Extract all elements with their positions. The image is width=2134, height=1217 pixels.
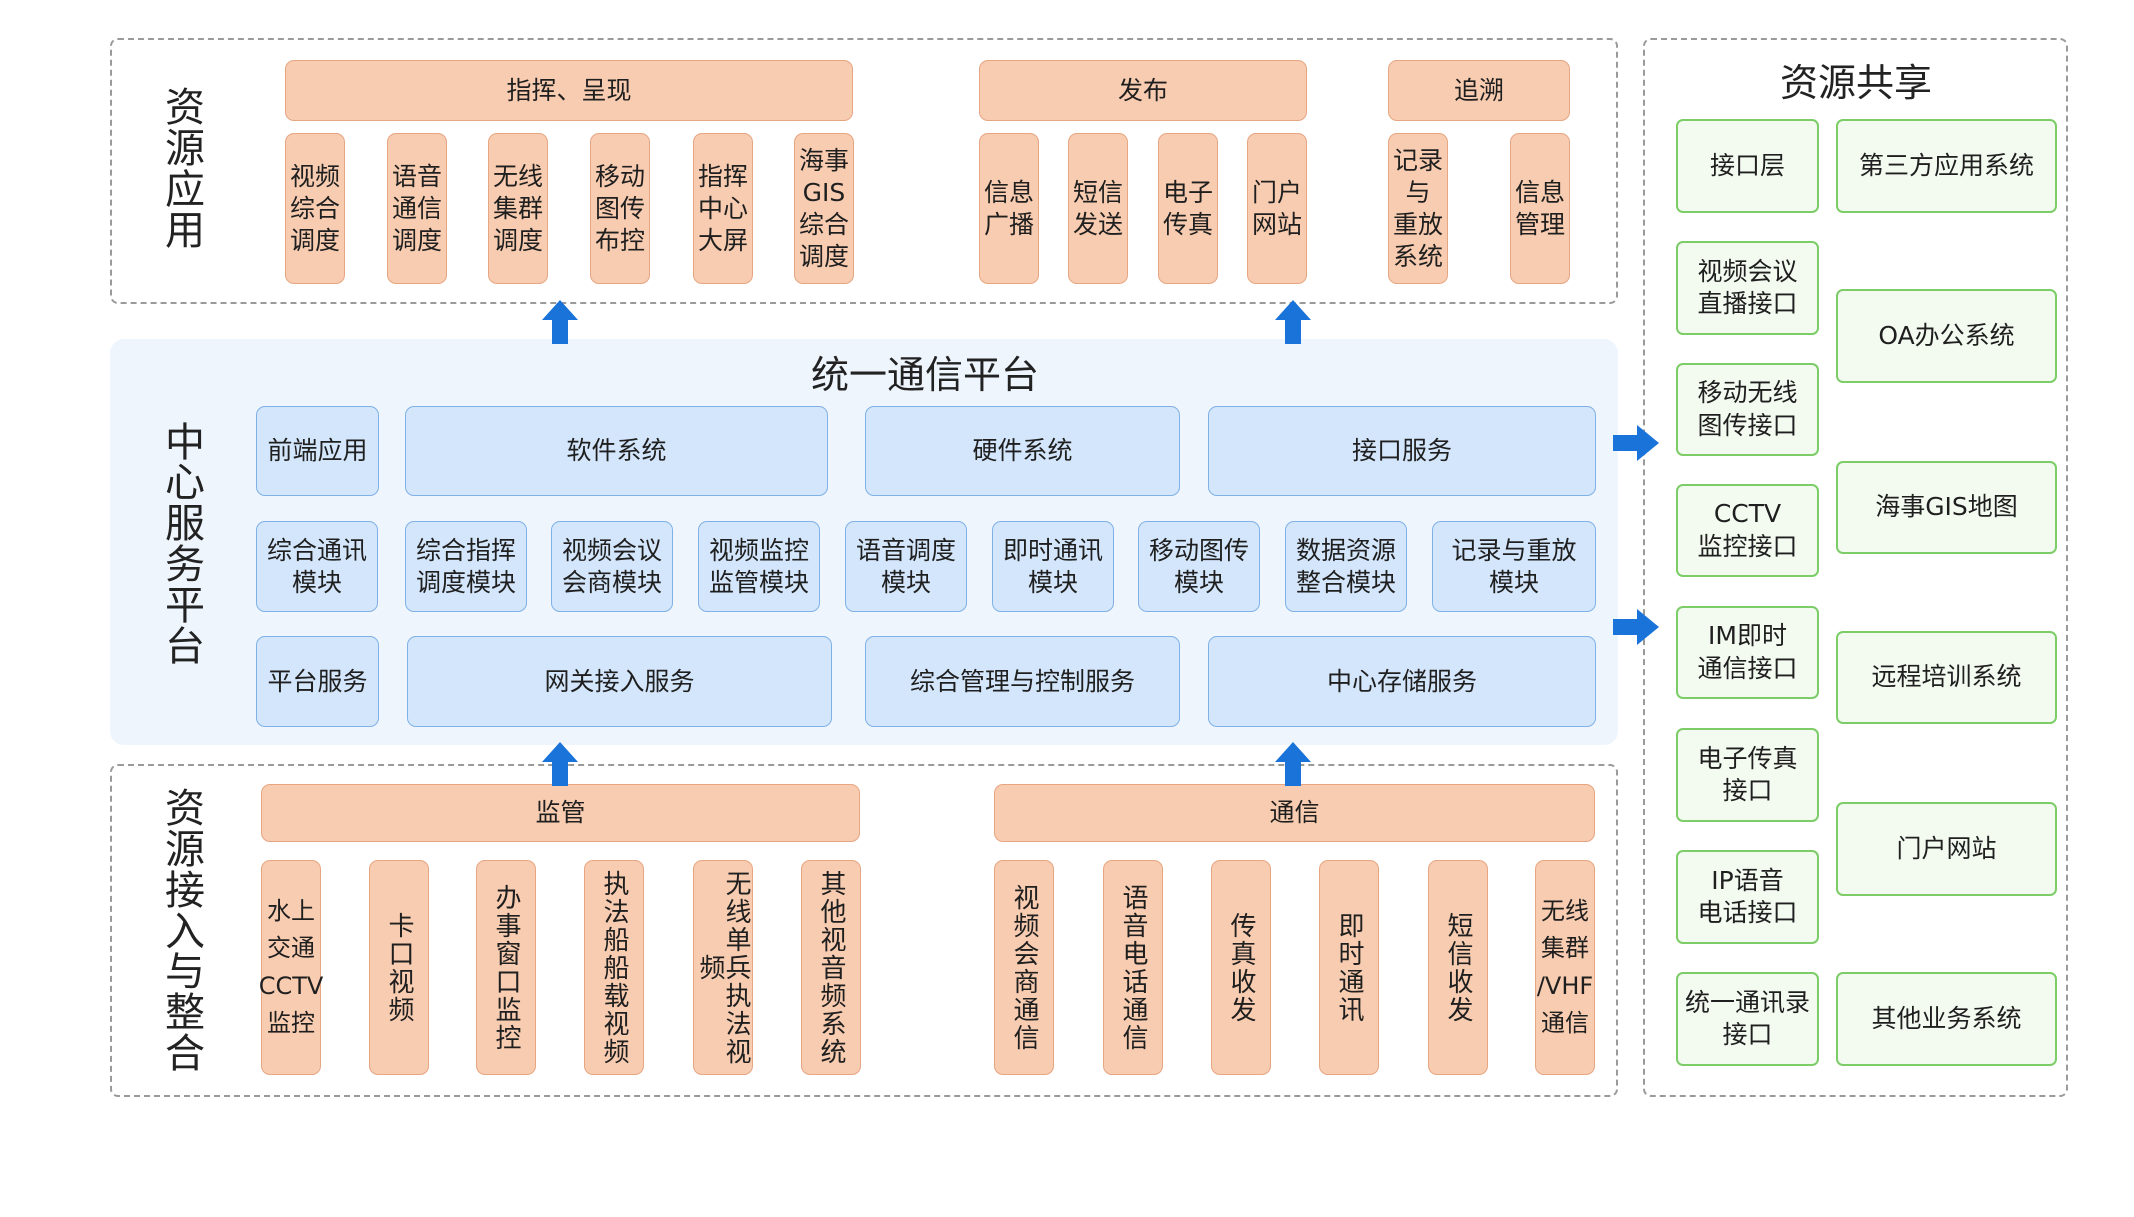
app-item: 海事 GIS 综合 调度 [794,133,854,284]
share-interface: 移动无线 图传接口 [1676,363,1819,456]
arrow-up-icon [1275,742,1311,786]
share-system: 海事GIS地图 [1836,461,2057,554]
app-item: 视频 综合 调度 [285,133,345,284]
access-item: 即时通讯 [1319,860,1379,1075]
access-item: 执法船船载视频 [584,860,644,1075]
platform-module: 数据资源 整合模块 [1285,521,1407,612]
share-interface: CCTV 监控接口 [1676,484,1819,577]
share-system: 第三方应用系统 [1836,119,2057,213]
access-item: 其他视音频系统 [801,860,861,1075]
app-item: 信息 管理 [1510,133,1570,284]
arrow-up-icon [542,300,578,344]
platform-software-system: 软件系统 [405,406,828,496]
share-interface: 统一通讯录 接口 [1676,972,1819,1066]
platform-module: 语音调度 模块 [845,521,967,612]
resource-access-frame [110,764,1618,1097]
access-item: 无线 集群 /VHF 通信 [1535,860,1595,1075]
central-storage-service: 中心存储服务 [1208,636,1596,727]
platform-interface-service: 接口服务 [1208,406,1596,496]
access-item: 卡口视频 [369,860,429,1075]
share-interface: IM即时 通信接口 [1676,606,1819,699]
group-traceback: 追溯 [1388,60,1570,121]
app-item: 门户 网站 [1247,133,1307,284]
resource-application-frame [110,38,1618,304]
platform-module: 视频监控 监管模块 [698,521,820,612]
share-system: 远程培训系统 [1836,631,2057,724]
platform-hardware-system: 硬件系统 [865,406,1180,496]
resource-sharing-title: 资源共享 [1779,61,1932,105]
platform-service: 平台服务 [256,636,379,727]
access-item: 无线单兵执法视频 [693,860,753,1075]
app-item: 电子 传真 [1158,133,1218,284]
platform-front-end-app: 前端应用 [256,406,379,496]
group-supervision: 监管 [261,784,860,842]
platform-module: 移动图传 模块 [1138,521,1260,612]
arrow-right-icon [1613,425,1659,461]
share-system: OA办公系统 [1836,289,2057,383]
app-item: 指挥 中心 大屏 [693,133,753,284]
section-label-apps: 资 源 应 用 [165,85,205,254]
access-item: 水上 交通 CCTV 监控 [259,860,323,1075]
platform-module: 综合指挥 调度模块 [405,521,527,612]
platform-module: 记录与重放 模块 [1432,521,1596,612]
access-item: 视频会商通信 [994,860,1054,1075]
resource-sharing-frame [1643,38,2068,1097]
platform-module: 综合通讯 模块 [256,521,378,612]
app-item: 无线 集群 调度 [488,133,548,284]
share-interface: IP语音 电话接口 [1676,850,1819,944]
app-item: 短信 发送 [1068,133,1128,284]
share-interface: 电子传真 接口 [1676,728,1819,822]
arrow-up-icon [542,742,578,786]
arrow-up-icon [1275,300,1311,344]
platform-module: 即时通讯 模块 [992,521,1114,612]
share-interface: 视频会议 直播接口 [1676,241,1819,335]
app-item: 信息 广播 [979,133,1039,284]
section-label-access: 资 源 接 入 与 整 合 [165,786,205,1077]
platform-title: 统一通信平台 [810,353,1039,397]
platform-module: 视频会议 会商模块 [551,521,673,612]
access-item: 办事窗口监控 [476,860,536,1075]
app-item: 记录 与 重放 系统 [1388,133,1448,284]
group-command-display: 指挥、呈现 [285,60,853,121]
group-communication: 通信 [994,784,1595,842]
gateway-access-service: 网关接入服务 [407,636,832,727]
app-item: 移动 图传 布控 [590,133,650,284]
group-publish: 发布 [979,60,1307,121]
app-item: 语音 通信 调度 [387,133,447,284]
access-item: 语音电话通信 [1103,860,1163,1075]
share-interface: 接口层 [1676,119,1819,213]
share-system: 其他业务系统 [1836,972,2057,1066]
section-label-center: 中 心 服 务 平 台 [165,419,205,670]
share-system: 门户网站 [1836,802,2057,896]
management-control-service: 综合管理与控制服务 [865,636,1180,727]
access-item: 短信收发 [1428,860,1488,1075]
arrow-right-icon [1613,609,1659,645]
access-item: 传真收发 [1211,860,1271,1075]
